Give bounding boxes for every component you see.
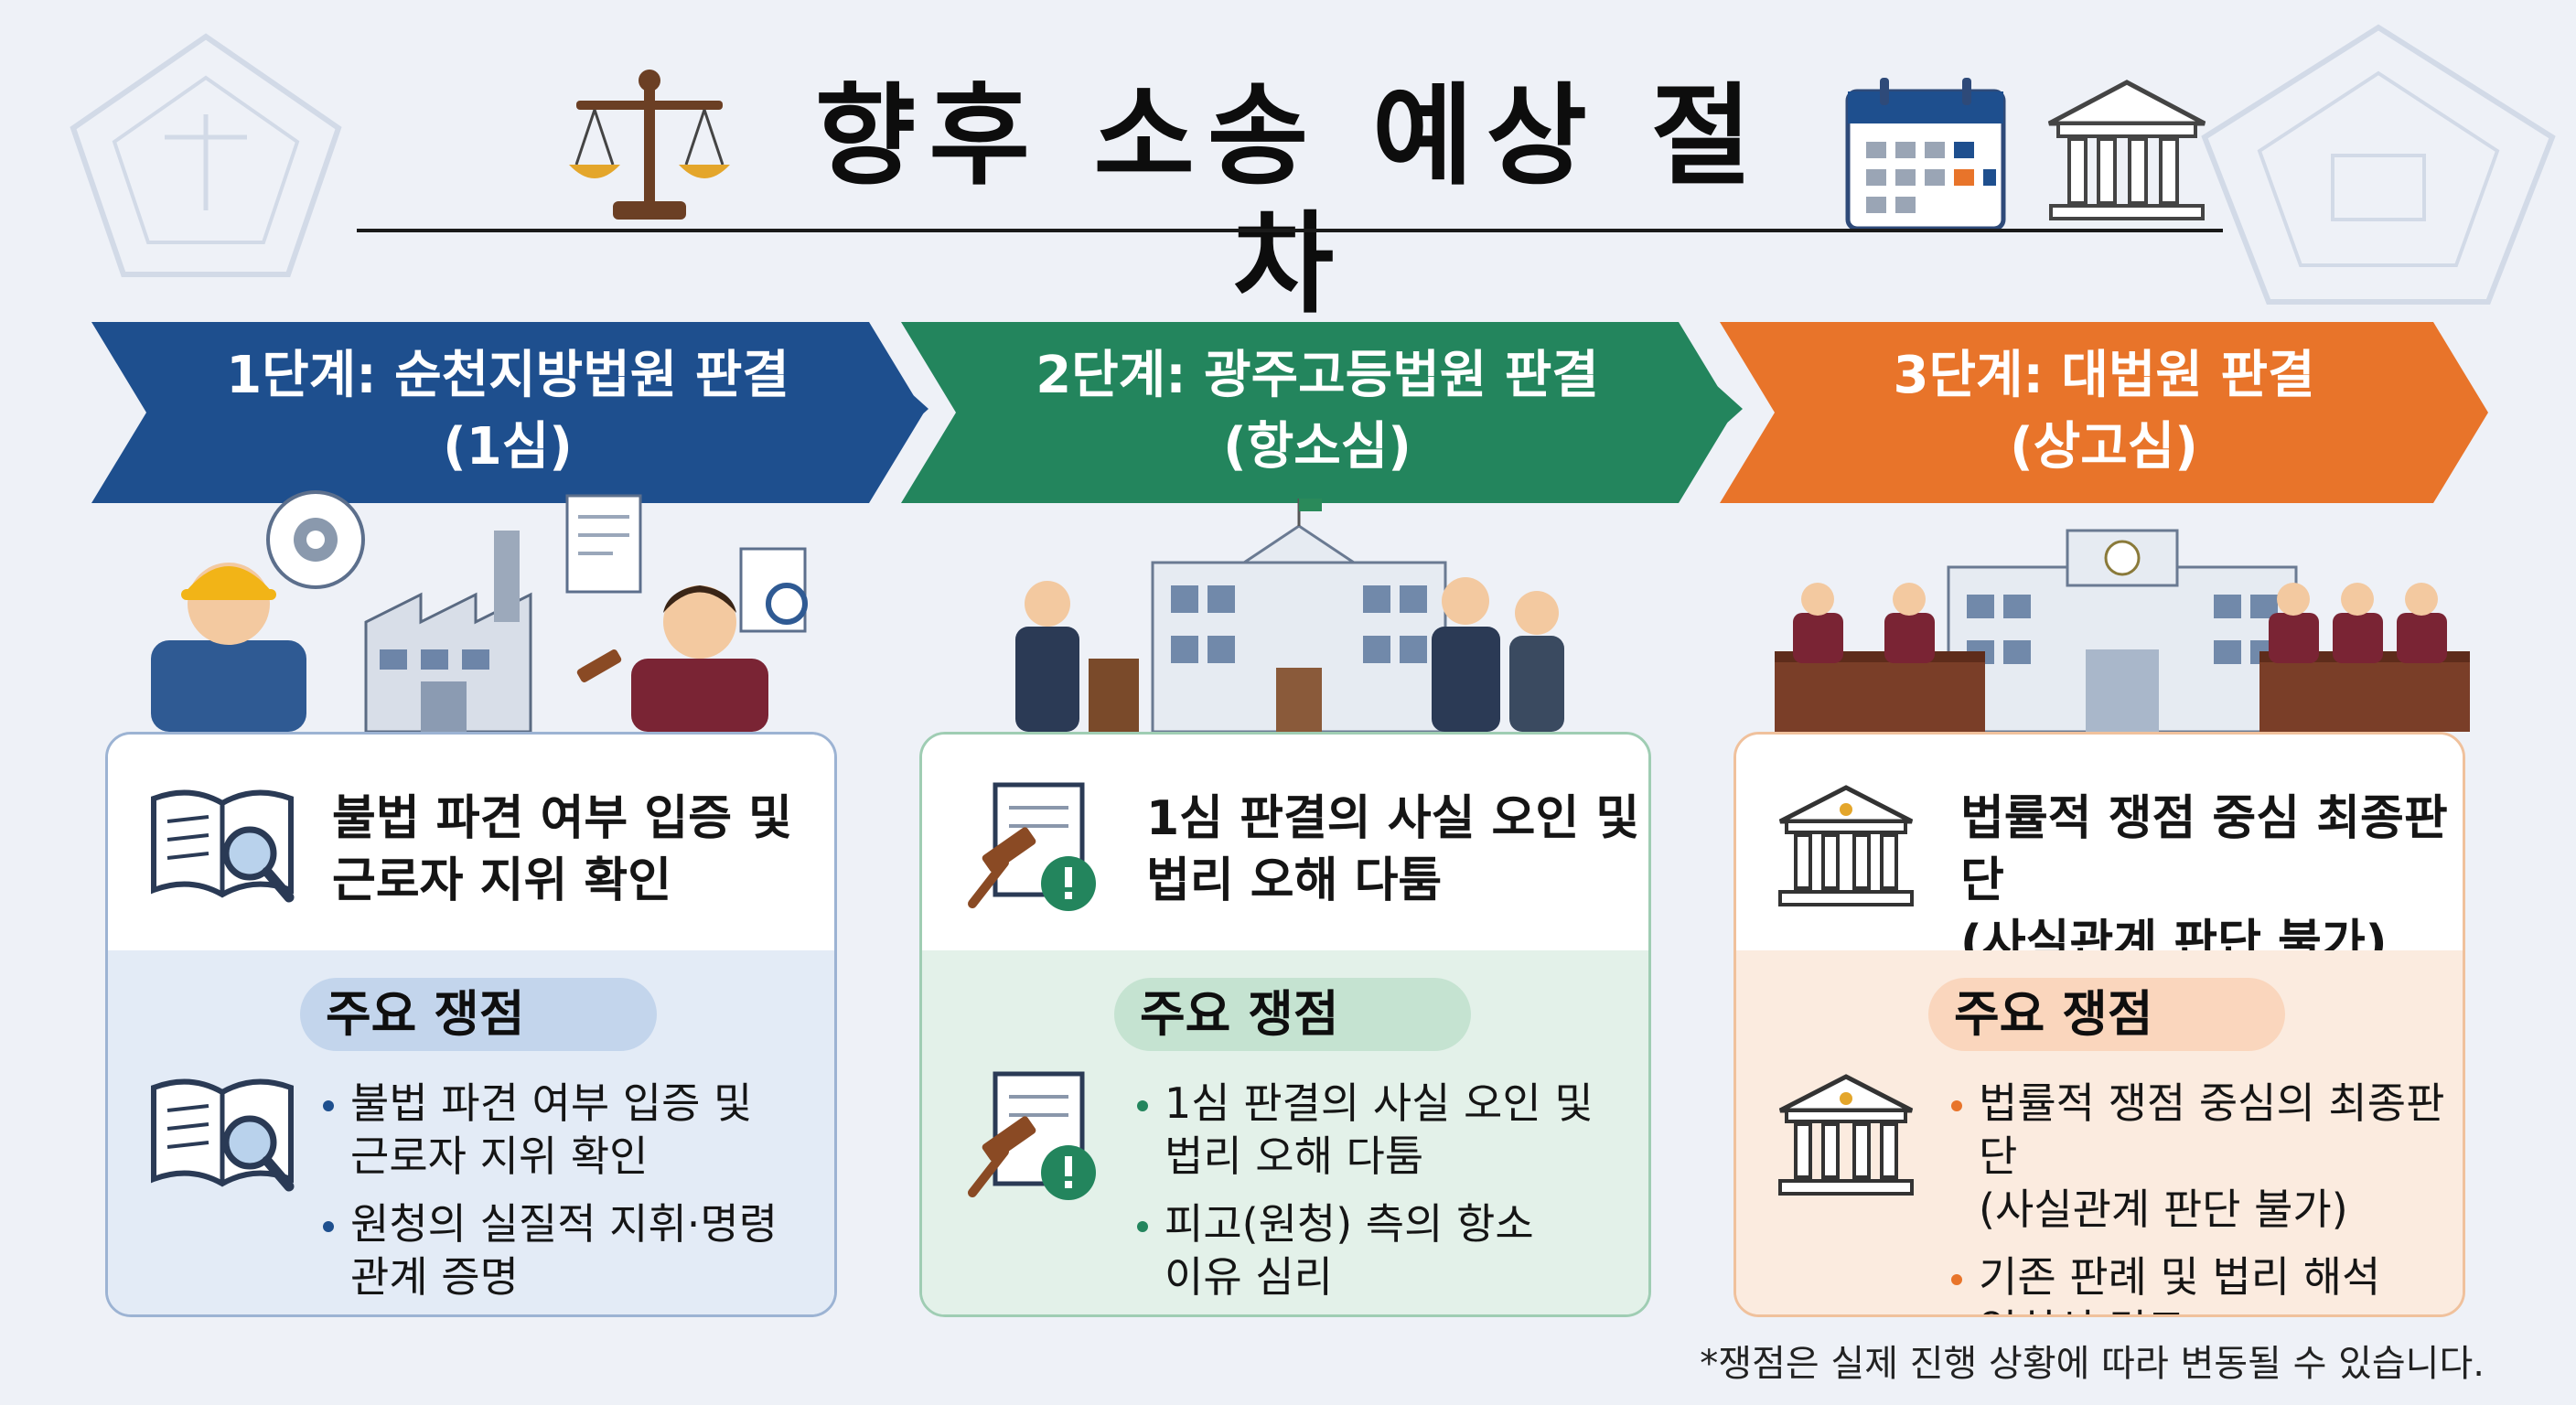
stage-3-banner: 3단계: 대법원 판결 (상고심) <box>1720 322 2488 503</box>
stage-1-issues-title: 주요 쟁점 <box>300 978 657 1051</box>
bullet-dot <box>1951 1100 1962 1111</box>
page-title: 향후 소송 예상 절차 <box>787 73 1793 329</box>
issue-line: 법률적 쟁점 중심의 최종판단 <box>1979 1077 2465 1183</box>
stage-1-card: 불법 파견 여부 입증 및 근로자 지위 확인 주요 쟁점 불법 파견 여부 입… <box>105 732 837 1317</box>
stage-1-banner: 1단계: 순천지방법원 판결 (1심) <box>91 322 924 503</box>
worker-figure <box>151 563 306 732</box>
book-magnifier-icon <box>145 780 300 908</box>
issue-line: 관계 증명 <box>350 1250 835 1303</box>
issue-line: 일치성 검토 <box>1979 1303 2465 1317</box>
bank-building-icon <box>1773 780 1919 917</box>
issue-line: 원청의 실질적 지휘·명령 <box>350 1197 835 1250</box>
calendar-icon <box>1839 73 2012 233</box>
stage-3-summary-line1: 법률적 쟁점 중심 최종판단 <box>1960 788 2465 912</box>
stage-2-summary-line2: 법리 오해 다툼 <box>1146 850 1640 912</box>
stage-3-subtitle: (상고심) <box>1775 412 2433 483</box>
judge-figure <box>575 585 768 732</box>
stage-3-issues-list: 법률적 쟁점 중심의 최종판단(사실관계 판단 불가) 기존 판례 및 법리 해… <box>1951 1077 2465 1317</box>
bank-building-icon <box>1773 1069 1919 1207</box>
gavel-document-icon <box>963 776 1110 922</box>
bullet-dot <box>323 1221 334 1232</box>
bench-right-icon <box>2259 659 2470 732</box>
stage-3-card: 법률적 쟁점 중심 최종판단 (사실관계 판단 불가) 주요 쟁점 법률적 쟁점… <box>1733 732 2465 1317</box>
card-summary-section: 법률적 쟁점 중심 최종판단 (사실관계 판단 불가) <box>1736 735 2463 950</box>
book-magnifier-icon <box>145 1069 300 1197</box>
stage-3-issues-title: 주요 쟁점 <box>1928 978 2285 1051</box>
stage-2-subtitle: (항소심) <box>956 412 1679 483</box>
issue-line: 피고(원청) 측의 항소 <box>1165 1197 1649 1250</box>
background-seal-right-decoration <box>2195 18 2561 311</box>
scales-icon <box>558 64 741 229</box>
stage-2-summary-line1: 1심 판결의 사실 오인 및 <box>1146 788 1640 850</box>
issue-line: 불법 파견 여부 입증 및 <box>350 1077 835 1130</box>
stage-2-banner: 2단계: 광주고등법원 판결 (항소심) <box>901 322 1733 503</box>
lawyer-figure-left <box>1015 581 1079 732</box>
supreme-court-building-icon <box>1948 531 2296 732</box>
document-icon <box>567 496 640 592</box>
bench-left-icon <box>1775 659 1985 732</box>
stage-1-summary-line2: 근로자 지위 확인 <box>332 850 826 912</box>
stage-2-issues-title: 주요 쟁점 <box>1114 978 1471 1051</box>
lawyer-figure-right <box>1432 577 1564 732</box>
issue-line: 1심 판결의 사실 오인 및 <box>1165 1077 1649 1130</box>
bullet-dot <box>1137 1100 1148 1111</box>
bullet-dot <box>1137 1221 1148 1232</box>
gavel-document-icon <box>963 1065 1110 1211</box>
stage-2-card: 1심 판결의 사실 오인 및 법리 오해 다툼 주요 쟁점 1심 판결의 사실 … <box>919 732 1651 1317</box>
stage-1-illustration <box>146 485 842 732</box>
card-summary-section: 불법 파견 여부 입증 및 근로자 지위 확인 <box>108 735 834 950</box>
card-summary-section: 1심 판결의 사실 오인 및 법리 오해 다툼 <box>922 735 1648 950</box>
issue-line: 근로자 지위 확인 <box>350 1130 835 1183</box>
factory-icon <box>366 531 531 732</box>
stage-1-title: 1단계: 순천지방법원 판결 <box>146 340 869 412</box>
background-seal-left-decoration <box>64 27 348 284</box>
justices-right <box>2269 613 2447 663</box>
issue-line: 기존 판례 및 법리 해석 <box>1979 1250 2465 1303</box>
bullet-dot <box>323 1100 334 1111</box>
list-item: 기존 판례 및 법리 해석일치성 검토 <box>1951 1250 2465 1317</box>
bullet-dot <box>1951 1274 1962 1285</box>
issue-line: (사실관계 판단 불가) <box>1979 1183 2465 1236</box>
title-underline <box>357 229 2223 232</box>
list-item: 법률적 쟁점 중심의 최종판단(사실관계 판단 불가) <box>1951 1077 2465 1236</box>
issue-line: 법리 오해 다툼 <box>1165 1130 1649 1183</box>
footnote: *쟁점은 실제 진행 상황에 따라 변동될 수 있습니다. <box>1700 1334 2485 1387</box>
stage-1-summary-line1: 불법 파견 여부 입증 및 <box>332 788 826 850</box>
podium-icon <box>1089 659 1139 732</box>
stage-3-illustration <box>1775 512 2470 732</box>
stage-3-title: 3단계: 대법원 판결 <box>1775 340 2433 412</box>
issue-line: 이유 심리 <box>1165 1250 1649 1303</box>
stage-1-subtitle: (1심) <box>146 412 869 483</box>
courthouse-icon <box>2040 73 2214 229</box>
card-issues-section: 주요 쟁점 법률적 쟁점 중심의 최종판단(사실관계 판단 불가) 기존 판례 … <box>1736 950 2463 1314</box>
stage-2-illustration <box>997 499 1583 732</box>
stage-2-title: 2단계: 광주고등법원 판결 <box>956 340 1679 412</box>
court-building-icon <box>1153 499 1445 732</box>
